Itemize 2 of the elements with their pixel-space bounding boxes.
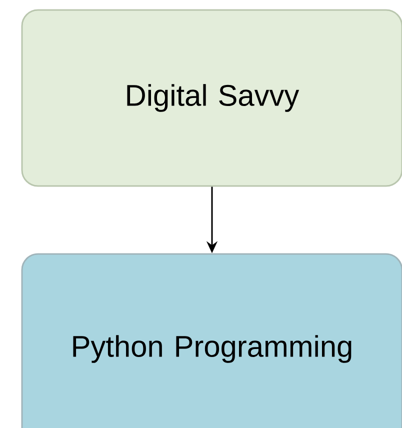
process-box: Python Programming [21,253,402,428]
process-box: Digital Savvy [21,9,402,187]
